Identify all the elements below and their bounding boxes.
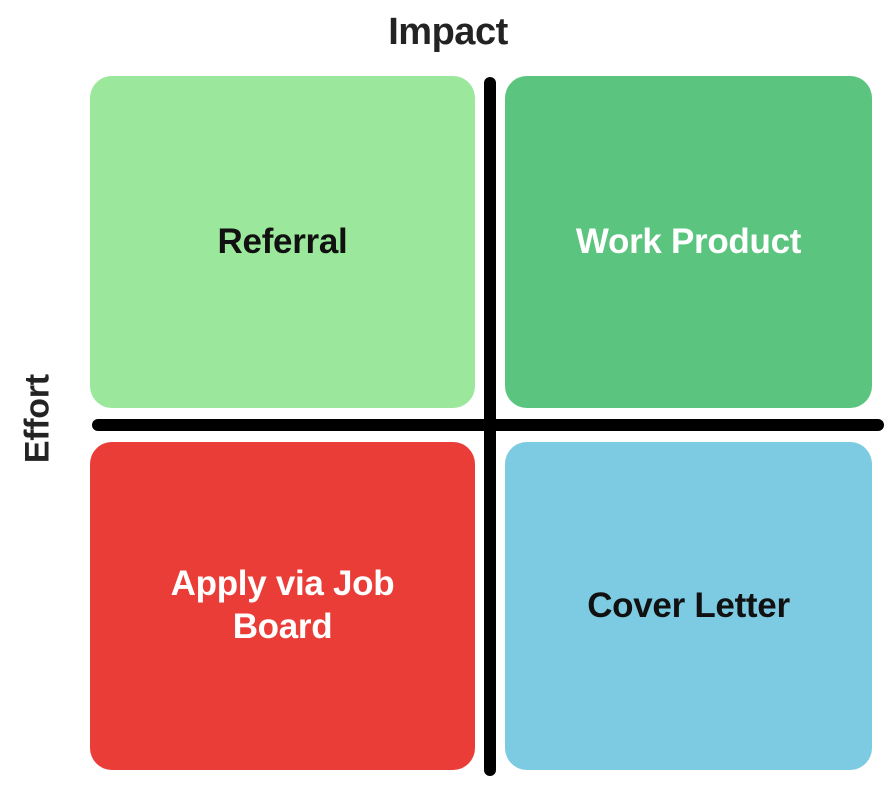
x-axis-label: Impact bbox=[388, 11, 508, 53]
quadrant-label-referral: Referral bbox=[217, 221, 348, 261]
quadrant-top-right[interactable]: Work Product bbox=[505, 76, 872, 408]
quadrant-label-apply-via-job-board: Apply via Job Board bbox=[170, 564, 395, 646]
quadrant-bottom-right[interactable]: Cover Letter bbox=[505, 442, 872, 770]
quadrant-label-work-product: Work Product bbox=[575, 221, 802, 261]
quadrant-label-cover-letter: Cover Letter bbox=[587, 585, 790, 625]
quadrant-bottom-left[interactable]: Apply via Job Board bbox=[90, 442, 475, 770]
y-axis-label: Effort bbox=[18, 374, 57, 464]
horizontal-axis-line bbox=[92, 419, 884, 431]
quadrant-top-left[interactable]: Referral bbox=[90, 76, 475, 408]
